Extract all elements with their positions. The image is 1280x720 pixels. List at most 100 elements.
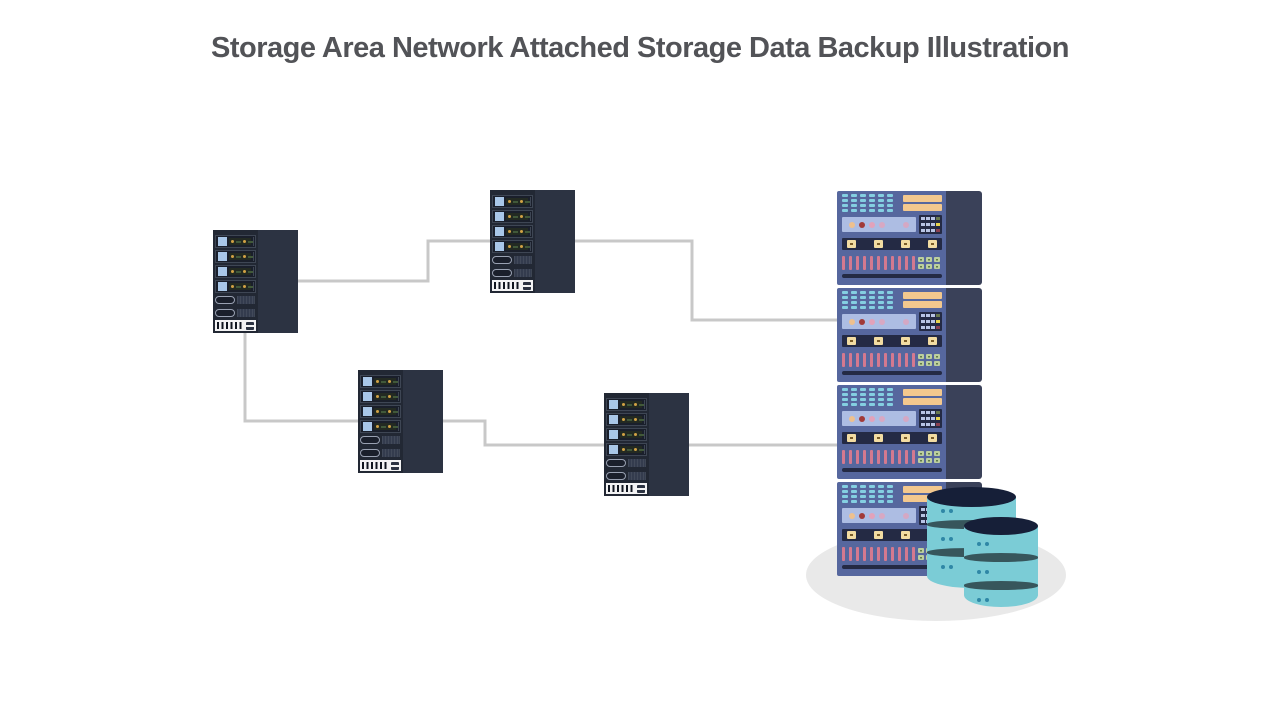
- drive-led-bar: [374, 378, 398, 385]
- vent-grid-icon: [842, 485, 893, 503]
- server-side-panel: [403, 370, 443, 473]
- disc-leds-icon: [977, 542, 989, 546]
- drive-led-bar: [506, 198, 530, 205]
- drive-square-icon: [218, 237, 227, 246]
- port-grid-icon: [918, 354, 940, 366]
- disc-leds-icon: [977, 598, 989, 602]
- vent-icon: [398, 392, 402, 401]
- drive-bay: [215, 250, 257, 263]
- server-tower-1: [213, 230, 298, 333]
- vent-icon: [530, 212, 534, 221]
- rack-base-line: [842, 371, 942, 375]
- drive-square-icon: [495, 197, 504, 206]
- key-button-icon: [847, 240, 856, 248]
- key-button-icon: [874, 337, 883, 345]
- drive-square-icon: [363, 377, 372, 386]
- drive-led-bar: [374, 423, 398, 430]
- tray-handle-icon: [606, 472, 626, 480]
- drive-led-bar: [506, 228, 530, 235]
- drive-bay: [606, 413, 648, 426]
- rack-vent-row: [842, 485, 942, 503]
- rack-unit-side: [946, 191, 982, 285]
- vent-icon: [644, 400, 648, 409]
- key-button-icon: [928, 240, 937, 248]
- disc-leds-icon: [941, 537, 953, 541]
- drive-bay: [215, 235, 257, 248]
- drive-square-icon: [495, 242, 504, 251]
- vent-icon: [398, 407, 402, 416]
- vent-grid-icon: [842, 194, 893, 212]
- rack-status-row: [842, 409, 942, 428]
- equalizer-bars-icon: [842, 256, 915, 270]
- drive-square-icon: [609, 430, 618, 439]
- tray-vent: [237, 309, 255, 317]
- barcode-icon: [217, 322, 244, 329]
- stack-icon: [637, 484, 645, 493]
- drive-bay: [215, 265, 257, 278]
- drive-bay: [492, 240, 534, 253]
- key-button-icon: [847, 434, 856, 442]
- dip-switch-panel: [919, 409, 942, 428]
- rack-unit-3: [837, 385, 982, 479]
- tray-handle-icon: [492, 256, 512, 264]
- rack-unit-side: [946, 288, 982, 382]
- vent-icon: [253, 237, 257, 246]
- equalizer-bars-icon: [842, 353, 915, 367]
- vent-grid-icon: [842, 291, 893, 309]
- dip-switch-panel: [919, 215, 942, 234]
- tray-vent: [628, 459, 646, 467]
- handle-bars-icon: [903, 388, 942, 406]
- rack-unit-1: [837, 191, 982, 285]
- stack-icon: [246, 321, 254, 330]
- vent-icon: [253, 282, 257, 291]
- vent-icon: [253, 252, 257, 261]
- server-side-panel: [258, 230, 298, 333]
- port-grid-icon: [918, 257, 940, 269]
- tray-handle-icon: [215, 309, 235, 317]
- drive-led-bar: [229, 268, 253, 275]
- status-led-bar: [842, 411, 916, 426]
- rack-unit-front: [837, 191, 946, 285]
- drive-led-bar: [374, 408, 398, 415]
- drive-square-icon: [609, 445, 618, 454]
- drive-square-icon: [609, 415, 618, 424]
- key-button-icon: [847, 531, 856, 539]
- vent-icon: [530, 242, 534, 251]
- disc-leds-icon: [941, 509, 953, 513]
- vent-icon: [398, 422, 402, 431]
- rack-unit-2: [837, 288, 982, 382]
- key-button-icon: [847, 337, 856, 345]
- handle-bars-icon: [903, 194, 942, 212]
- drive-bay: [492, 225, 534, 238]
- drive-bay: [492, 195, 534, 208]
- drive-bay: [360, 390, 402, 403]
- rack-equalizer-row: [842, 255, 942, 271]
- barcode-label: [360, 460, 401, 471]
- status-led-bar: [842, 314, 916, 329]
- stack-icon: [391, 461, 399, 470]
- vent-icon: [530, 197, 534, 206]
- key-button-icon: [928, 337, 937, 345]
- drive-led-bar: [620, 401, 644, 408]
- database-top: [964, 517, 1038, 535]
- media-tray: [492, 255, 533, 265]
- key-button-icon: [874, 434, 883, 442]
- tray-vent: [514, 269, 532, 277]
- drive-led-bar: [374, 393, 398, 400]
- barcode-icon: [494, 282, 521, 289]
- rack-vent-row: [842, 388, 942, 406]
- vent-icon: [644, 430, 648, 439]
- tray-handle-icon: [360, 449, 380, 457]
- drive-square-icon: [609, 400, 618, 409]
- disc-separator: [964, 553, 1038, 562]
- rack-key-strip: [842, 335, 942, 347]
- drive-led-bar: [506, 243, 530, 250]
- rack-vent-row: [842, 291, 942, 309]
- tray-handle-icon: [215, 296, 235, 304]
- server-side-panel: [535, 190, 575, 293]
- server-front-panel: [213, 230, 258, 333]
- database-stack-front: [964, 517, 1038, 607]
- key-button-icon: [928, 434, 937, 442]
